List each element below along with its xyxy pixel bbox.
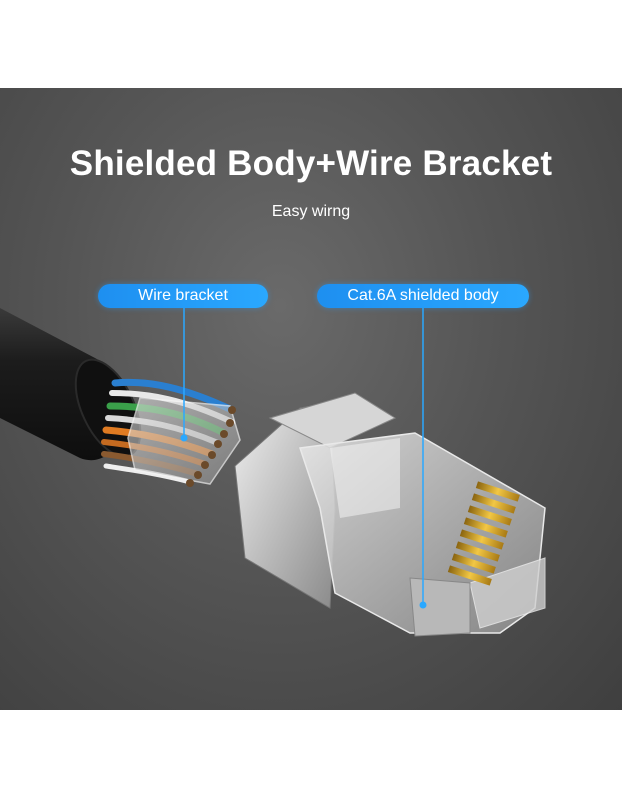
callout-leaders [180, 308, 427, 609]
callout-shielded-body: Cat.6A shielded body [317, 284, 529, 308]
gold-contacts [447, 481, 520, 586]
product-image: Shielded Body+Wire Bracket Easy wirng Wi… [0, 88, 622, 710]
connector-illustration [0, 308, 546, 637]
page-subtitle: Easy wirng [271, 203, 351, 220]
page-title: Shielded Body+Wire Bracket [69, 144, 553, 183]
callout-wire-bracket: Wire bracket [98, 284, 268, 308]
rj45-shielded-connector [234, 392, 546, 637]
